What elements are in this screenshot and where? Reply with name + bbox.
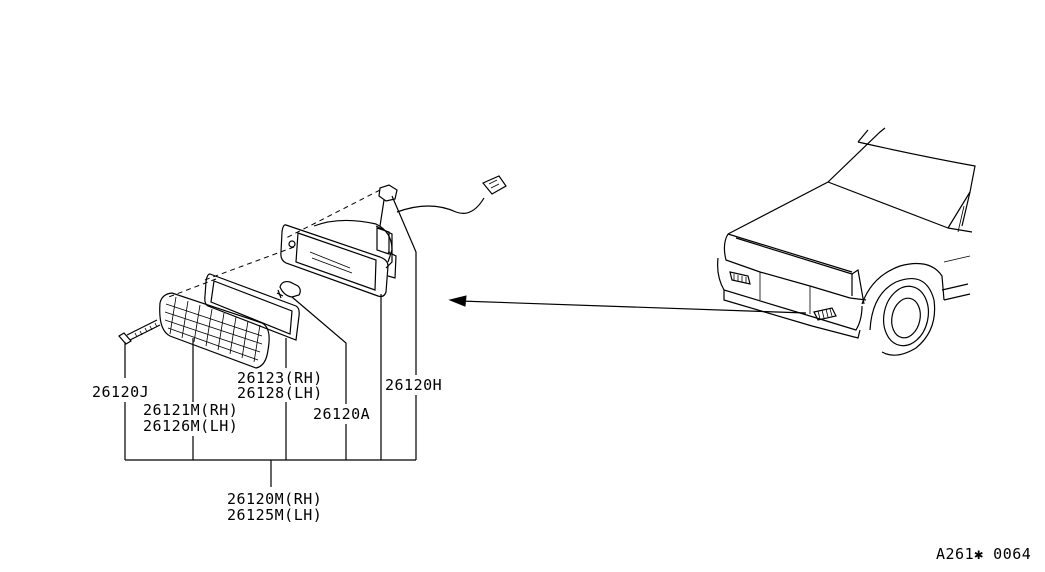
label-lens-rh: 26121M(RH) — [143, 401, 238, 419]
bulb-part — [276, 280, 301, 299]
leader-lines — [124, 195, 417, 487]
assembly-guide-lines — [165, 189, 381, 299]
label-assembly-lh: 26125M(LH) — [227, 506, 322, 524]
label-gasket-rh: 26123(RH) — [237, 369, 323, 387]
lens-part — [159, 292, 270, 369]
location-arrow — [448, 295, 807, 314]
gasket-part — [204, 273, 300, 341]
figure-code: A261✱ 0064 — [936, 545, 1031, 563]
label-lens-lh: 26126M(LH) — [143, 417, 238, 435]
label-gasket-lh: 26128(LH) — [237, 384, 323, 402]
housing-part — [280, 219, 397, 298]
label-bulb: 26120A — [313, 405, 370, 423]
label-bolt: 26120J — [92, 383, 149, 401]
label-assembly-rh: 26120M(RH) — [227, 490, 322, 508]
vehicle-illustration — [717, 127, 976, 356]
bolt-part — [118, 319, 161, 345]
label-socket: 26120H — [385, 376, 442, 394]
socket-wire-part — [378, 175, 507, 227]
